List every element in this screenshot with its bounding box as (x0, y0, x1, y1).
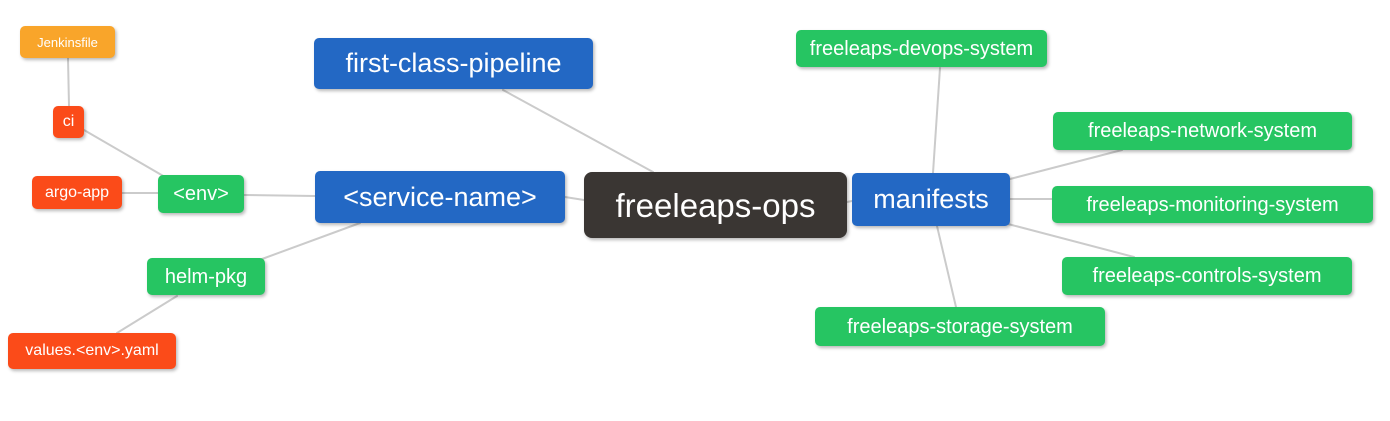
node-first-class-pipeline[interactable]: first-class-pipeline (314, 38, 593, 89)
node-env[interactable]: <env> (158, 175, 244, 213)
node-freeleaps-monitoring-system[interactable]: freeleaps-monitoring-system (1052, 186, 1373, 223)
node-freeleaps-storage-system[interactable]: freeleaps-storage-system (815, 307, 1105, 346)
edge-ci-env (83, 129, 166, 178)
edge-env-service-name (243, 194, 316, 197)
edge-helm-pkg-service-name (261, 222, 361, 260)
edge-manifests-controls-system (1007, 223, 1135, 258)
node-freeleaps-network-system[interactable]: freeleaps-network-system (1053, 112, 1352, 150)
edge-first-class-pipeline-root (502, 89, 654, 173)
node-service-name[interactable]: <service-name> (315, 171, 565, 223)
edge-jenkinsfile-ci (67, 57, 70, 107)
node-jenkinsfile[interactable]: Jenkinsfile (20, 26, 115, 58)
node-manifests[interactable]: manifests (852, 173, 1010, 226)
node-ci[interactable]: ci (53, 106, 84, 138)
node-freeleaps-devops-system[interactable]: freeleaps-devops-system (796, 30, 1047, 67)
node-helm-pkg[interactable]: helm-pkg (147, 258, 265, 295)
edge-values-helm-pkg (116, 295, 178, 334)
edge-manifests-devops-system (932, 67, 941, 174)
edge-manifests-network-system (1009, 149, 1123, 180)
edge-manifests-storage-system (936, 225, 957, 308)
node-argo-app[interactable]: argo-app (32, 176, 122, 209)
edge-service-name-root (564, 196, 585, 201)
node-freeleaps-ops[interactable]: freeleaps-ops (584, 172, 847, 238)
node-freeleaps-controls-system[interactable]: freeleaps-controls-system (1062, 257, 1352, 295)
node-values-env-yaml[interactable]: values.<env>.yaml (8, 333, 176, 369)
